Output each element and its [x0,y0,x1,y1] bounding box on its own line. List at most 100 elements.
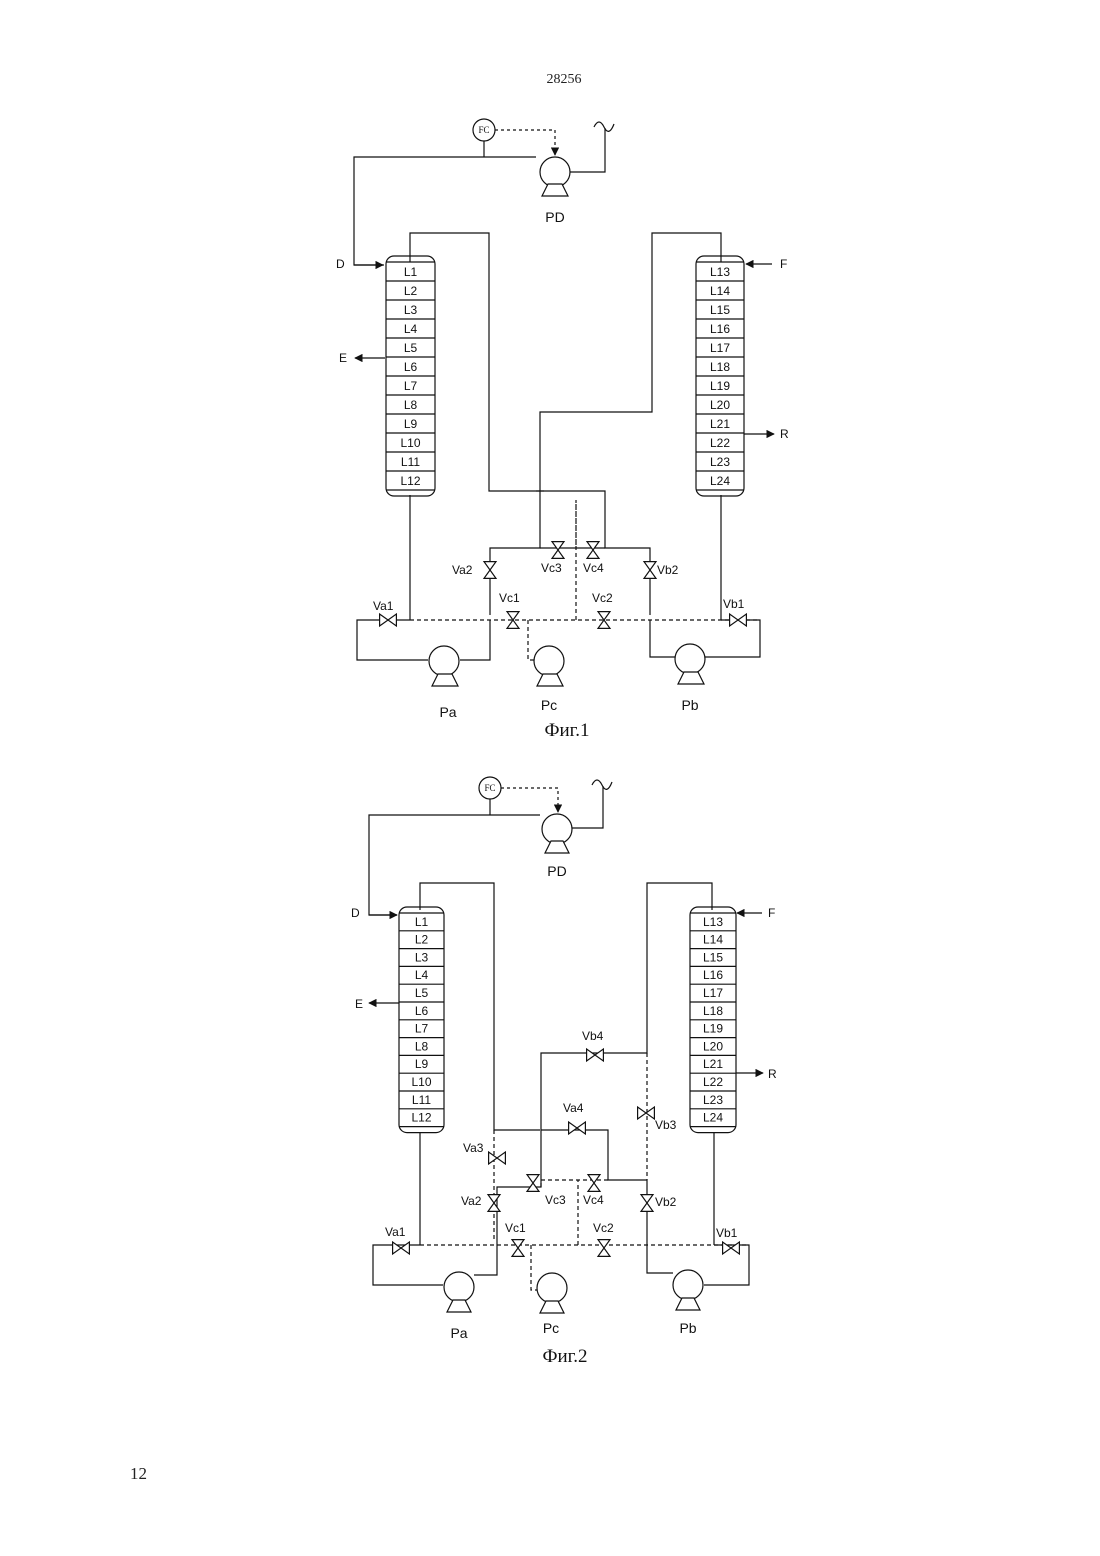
valve-vc3[interactable]: Vc3 [541,542,564,575]
valve-vc3[interactable]: Vc3 [527,1175,566,1207]
tray-label: L4 [404,322,418,336]
valve-label: Va2 [452,563,473,577]
tray-label: L12 [411,1111,431,1125]
valve-va2[interactable]: Va2 [461,1194,500,1211]
tray-label: L10 [400,436,420,450]
tray-label: L17 [703,986,723,1000]
figure-2: FC PD D E F R L1L2L3L4L5L6L7L8L9L10L11L1… [351,777,777,1367]
valve-label: Vc3 [545,1193,566,1207]
figure-1-caption: Фиг.1 [544,720,589,741]
valve-vb1[interactable]: Vb1 [723,597,746,626]
valve-va1[interactable]: Va1 [385,1225,409,1254]
valve-vb2[interactable]: Vb2 [644,562,679,579]
valve-vc2[interactable]: Vc2 [592,591,613,628]
valve-vb4[interactable]: Vb4 [582,1029,604,1061]
valves: Va1 Va2Vc1 Vc3 Vc4Vc2 Vb2Vb1 [373,542,746,629]
right-top-line [490,233,721,615]
fc-label: FC [478,125,489,135]
valve-label: Vc2 [593,1221,614,1235]
tray-label: L8 [404,398,418,412]
tray-label: L21 [710,417,730,431]
pump-pb-label: Pb [681,697,698,713]
valve-vc1[interactable]: Vc1 [505,1221,526,1256]
figure-1: FC PD D E F R L1L2L3L4L5L6L7L8L9L10L11L1… [336,119,789,741]
stream-f-label: F [768,906,775,920]
pump-pd-label: PD [545,209,564,225]
tray-label: L24 [710,474,730,488]
pump-pb: Pb [675,644,705,713]
tray-label: L16 [710,322,730,336]
valve-va1[interactable]: Va1 [373,599,396,626]
left-column: L1L2L3L4L5L6L7L8L9L10L11L12 [386,256,435,496]
tray-label: L6 [404,360,418,374]
valve-label: Va1 [373,599,394,613]
tray-label: L8 [415,1039,429,1053]
pump-pc: Pc [537,1273,567,1336]
tray-label: L14 [703,933,723,947]
valve-va3[interactable]: Va3 [463,1141,505,1164]
pump-pa: Pa [429,646,459,720]
valve-label: Vc2 [592,591,613,605]
valve-label: Va2 [461,1194,482,1208]
tray-label: L23 [703,1093,723,1107]
tray-label: L2 [415,933,429,947]
reflux-line [354,122,614,265]
fc-label: FC [484,783,495,793]
right-column: L13L14L15L16L17L18L19L20L21L22L23L24 [690,907,736,1133]
valve-label: Vc1 [499,591,520,605]
valve-label: Vc4 [583,1193,604,1207]
pump-pa-label: Pa [439,704,456,720]
stream-f-label: F [780,257,787,271]
tray-label: L3 [415,950,429,964]
tray-label: L19 [710,379,730,393]
valve-va4[interactable]: Va4 [563,1101,585,1134]
tray-label: L19 [703,1022,723,1036]
tray-label: L3 [404,303,418,317]
tray-label: L11 [401,455,420,469]
tray-label: L7 [415,1022,429,1036]
valve-vb3[interactable]: Vb3 [638,1107,677,1132]
pump-pc-label: Pc [543,1320,559,1336]
pump-pd: PD [540,157,570,225]
tray-label: L22 [710,436,730,450]
valve-vc2[interactable]: Vc2 [593,1221,614,1256]
left-column: L1L2L3L4L5L6L7L8L9L10L11L12 [399,907,444,1133]
tray-label: L18 [703,1004,723,1018]
tray-label: L17 [710,341,730,355]
tray-label: L6 [415,1004,429,1018]
left-top-line [410,233,650,615]
stream-r-label: R [780,427,789,441]
valve-va2[interactable]: Va2 [452,562,496,579]
pump-pc: Pc [534,646,564,713]
tray-label: L14 [710,284,730,298]
tray-label: L13 [710,265,730,279]
tray-label: L13 [703,915,723,929]
figure-2-caption: Фиг.2 [542,1346,587,1367]
tray-label: L11 [412,1093,431,1107]
valve-label: Vb2 [657,563,679,577]
valve-label: Vc4 [583,561,604,575]
pump-pa-label: Pa [450,1325,467,1341]
stream-r-label: R [768,1067,777,1081]
valve-label: Va1 [385,1225,406,1239]
pump-pd: PD [542,814,572,879]
valve-vb1[interactable]: Vb1 [716,1226,739,1254]
tray-label: L24 [703,1111,723,1125]
valve-label: Vc3 [541,561,562,575]
tray-label: L21 [703,1057,723,1071]
valve-vc4[interactable]: Vc4 [583,542,604,575]
valve-vb2[interactable]: Vb2 [641,1195,677,1212]
tray-label: L16 [703,968,723,982]
tray-label: L20 [710,398,730,412]
valve-vc1[interactable]: Vc1 [499,591,520,628]
pump-pa: Pa [444,1272,474,1341]
tray-label: L1 [415,915,429,929]
valve-label: Vb2 [655,1195,677,1209]
tray-label: L4 [415,968,429,982]
valve-label: Va4 [563,1101,584,1115]
tray-label: L9 [415,1057,429,1071]
pump-pb-label: Pb [679,1320,696,1336]
tray-label: L15 [703,950,723,964]
tray-label: L22 [703,1075,723,1089]
valve-label: Va3 [463,1141,484,1155]
